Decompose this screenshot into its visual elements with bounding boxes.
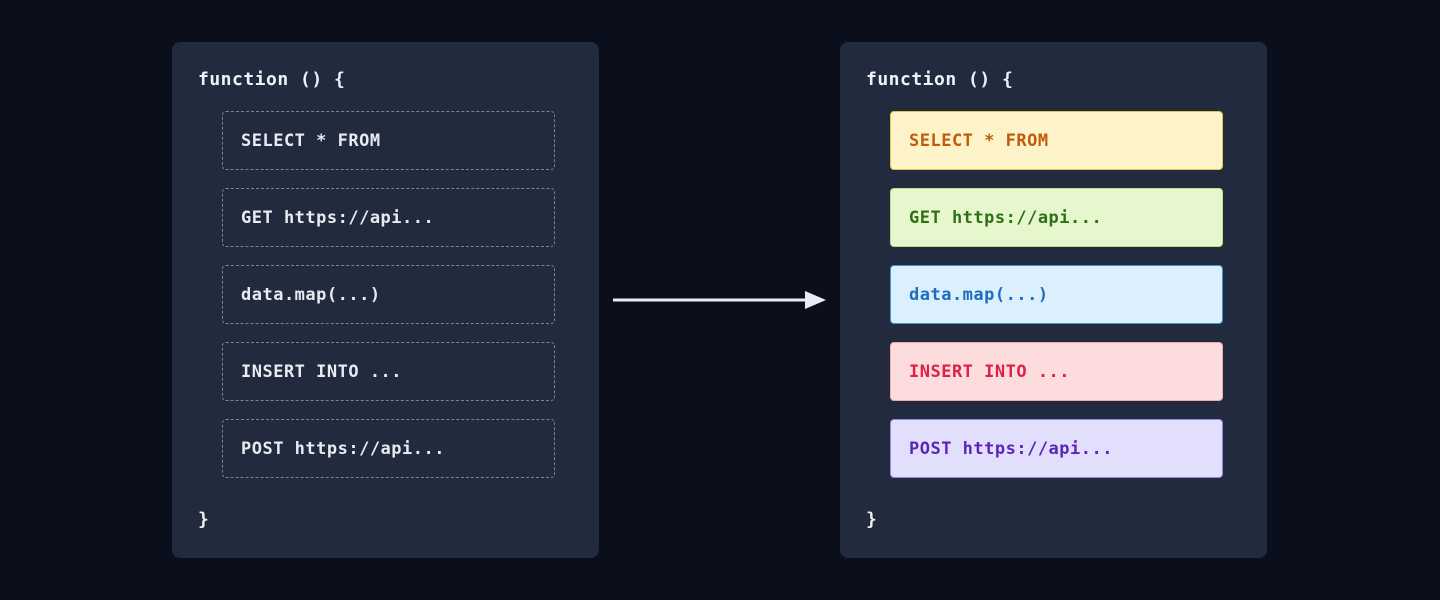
function-close-line: } bbox=[198, 509, 210, 530]
snippet-label: SELECT * FROM bbox=[909, 130, 1049, 151]
classified-box-sql-select: SELECT * FROM bbox=[890, 111, 1223, 170]
snippet-label: data.map(...) bbox=[909, 284, 1049, 305]
snippet-label: SELECT * FROM bbox=[241, 130, 381, 151]
snippet-label: data.map(...) bbox=[241, 284, 381, 305]
snippet-label: GET https://api... bbox=[241, 207, 435, 228]
classified-snippet-list: SELECT * FROM GET https://api... data.ma… bbox=[890, 111, 1223, 478]
snippet-box-sql-select: SELECT * FROM bbox=[222, 111, 555, 170]
classified-box-data-map: data.map(...) bbox=[890, 265, 1223, 324]
snippet-box-data-map: data.map(...) bbox=[222, 265, 555, 324]
snippet-label: INSERT INTO ... bbox=[909, 361, 1071, 382]
arrow-right-icon bbox=[612, 291, 826, 309]
function-open-line: function () { bbox=[198, 69, 346, 90]
snippet-label: POST https://api... bbox=[241, 438, 445, 459]
source-code-panel: function () { SELECT * FROM GET https://… bbox=[172, 42, 599, 558]
snippet-label: GET https://api... bbox=[909, 207, 1103, 228]
classified-box-sql-insert: INSERT INTO ... bbox=[890, 342, 1223, 401]
function-close-line: } bbox=[866, 509, 878, 530]
transform-arrow-zone bbox=[599, 288, 840, 312]
function-open-line: function () { bbox=[866, 69, 1014, 90]
snippet-box-http-post: POST https://api... bbox=[222, 419, 555, 478]
snippet-label: POST https://api... bbox=[909, 438, 1113, 459]
classified-code-panel: function () { SELECT * FROM GET https://… bbox=[840, 42, 1267, 558]
source-snippet-list: SELECT * FROM GET https://api... data.ma… bbox=[222, 111, 555, 478]
snippet-box-http-get: GET https://api... bbox=[222, 188, 555, 247]
classified-box-http-post: POST https://api... bbox=[890, 419, 1223, 478]
snippet-label: INSERT INTO ... bbox=[241, 361, 403, 382]
snippet-box-sql-insert: INSERT INTO ... bbox=[222, 342, 555, 401]
classified-box-http-get: GET https://api... bbox=[890, 188, 1223, 247]
